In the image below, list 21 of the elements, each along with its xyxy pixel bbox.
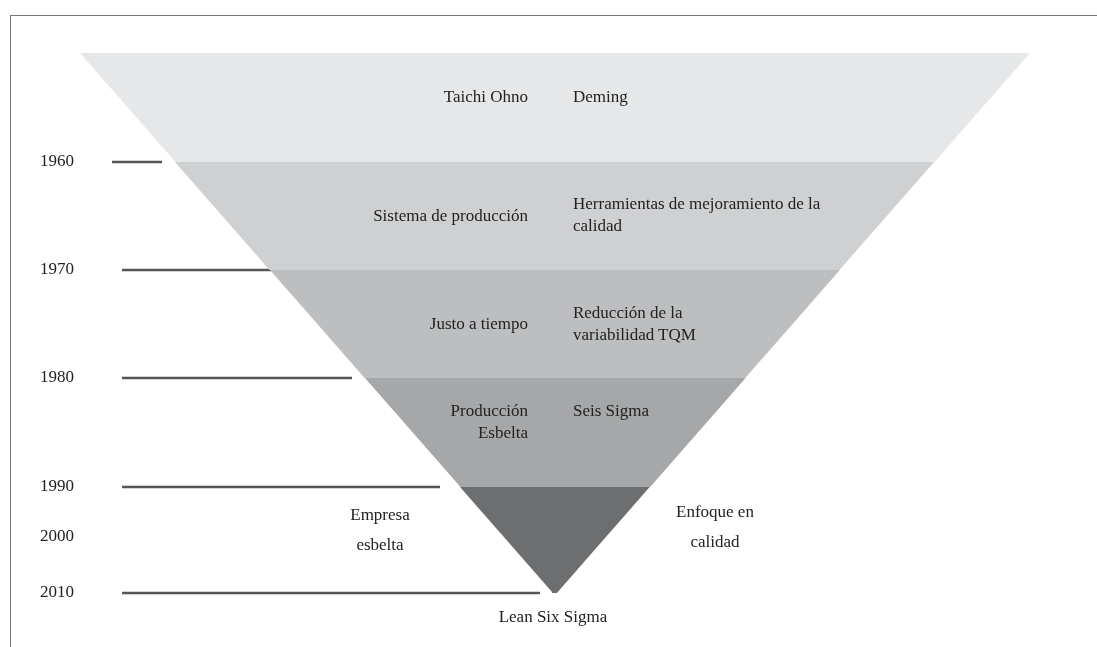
quality-milestone-label: Herramientas de mejoramiento de la calidad <box>573 193 822 237</box>
result-label: Lean Six Sigma <box>497 606 609 628</box>
year-label: 1970 <box>40 258 74 280</box>
quality-milestone-label: Deming <box>573 86 629 108</box>
lean-milestone-label: Justo a tiempo <box>428 313 528 335</box>
year-label: 2000 <box>40 525 74 547</box>
year-label: 2010 <box>40 581 74 603</box>
year-label: 1980 <box>40 366 74 388</box>
lean-milestone-label: Producción Esbelta <box>449 400 528 444</box>
quality-milestone-label: Reducción de la variabilidad TQM <box>573 302 697 346</box>
quality-milestone-label: Enfoque en calidad <box>675 501 755 553</box>
quality-milestone-label: Seis Sigma <box>573 400 651 422</box>
lean-milestone-label: Sistema de producción <box>372 205 528 227</box>
lean-milestone-label: Taichi Ohno <box>442 86 528 108</box>
trapezoid-band <box>80 53 1030 162</box>
lean-milestone-label: Empresa esbelta <box>349 504 411 556</box>
trapezoid-band <box>175 162 935 270</box>
year-label: 1960 <box>40 150 74 172</box>
year-label: 1990 <box>40 475 74 497</box>
trapezoid-band <box>270 270 840 378</box>
trapezoid-band <box>364 378 746 487</box>
